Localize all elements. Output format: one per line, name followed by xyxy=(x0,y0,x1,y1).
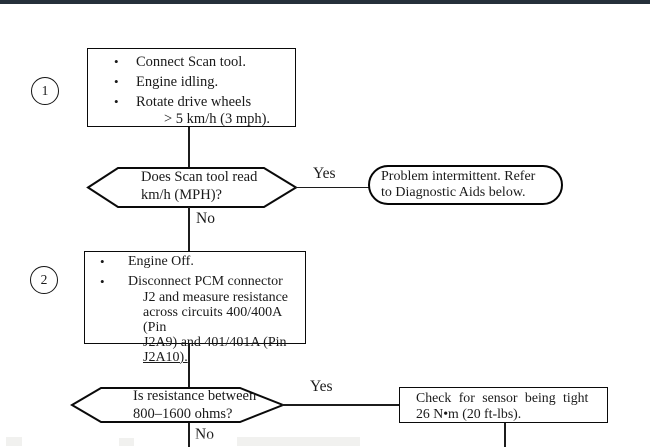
step1-decision-text: Does Scan tool read km/h (MPH)? xyxy=(141,169,257,204)
window-top-edge-bar xyxy=(0,0,650,4)
step1-number-badge: 1 xyxy=(31,77,59,105)
instruction-line: J2A9) and 401/401A (Pin xyxy=(143,335,287,350)
decision-line: km/h (MPH)? xyxy=(141,186,222,203)
step2-outcome-box: Check for sensor being tight 26 N•m (20 … xyxy=(399,387,608,423)
step2-number-text: 2 xyxy=(40,272,48,287)
connector-line xyxy=(295,186,369,189)
bullet-icon xyxy=(114,93,136,111)
decision-line: Does Scan tool read xyxy=(141,169,258,185)
no-label: No xyxy=(195,426,214,443)
yes-label: Yes xyxy=(310,378,333,395)
step2-decision-text: Is resistance between 800–1600 ohms? xyxy=(133,388,256,423)
outcome-line: Problem intermittent. Refer xyxy=(381,169,536,184)
instruction-line: J2A10). xyxy=(143,350,188,365)
connector-line xyxy=(188,207,190,252)
connector-line xyxy=(504,423,506,447)
step1-action-box: Connect Scan tool. Engine idling. Rotate… xyxy=(87,48,296,127)
scan-artifact xyxy=(237,437,360,446)
instruction-row: Connect Scan tool. xyxy=(114,53,295,71)
connector-line xyxy=(188,423,190,447)
outcome-line: to Diagnostic Aids below. xyxy=(381,185,526,200)
bullet-icon xyxy=(114,53,136,71)
decision-line: Is resistance between xyxy=(133,388,257,404)
outcome-line: 26 N•m (20 ft-lbs). xyxy=(416,406,522,421)
instruction-line: across circuits 400/400A (Pin xyxy=(143,305,282,335)
instruction-row: Rotate drive wheels xyxy=(114,93,295,111)
instruction-line: > 5 km/h (3 mph). xyxy=(164,111,271,127)
bullet-icon xyxy=(100,274,128,290)
scan-artifact xyxy=(6,437,22,446)
decision-line: 800–1600 ohms? xyxy=(133,405,233,422)
indent-spacer xyxy=(114,111,164,128)
step2-action-box: Engine Off. Disconnect PCM connector J2 … xyxy=(84,251,306,365)
step2-number-badge: 2 xyxy=(30,266,58,294)
instruction-row: Engine idling. xyxy=(114,73,295,91)
instruction-row: Disconnect PCM connector xyxy=(100,274,305,290)
instruction-line: J2 and measure resistance xyxy=(143,290,288,305)
connector-line xyxy=(188,127,190,167)
instruction-line: Rotate drive wheels xyxy=(136,94,252,110)
scan-artifact xyxy=(119,438,134,446)
step1-outcome-oval: Problem intermittent. Refer to Diagnosti… xyxy=(368,165,563,205)
instruction-line: Connect Scan tool. xyxy=(136,54,246,70)
instruction-row: > 5 km/h (3 mph). xyxy=(114,111,295,128)
connector-line xyxy=(282,404,400,406)
outcome-line: Check for sensor being tight xyxy=(416,390,589,405)
bullet-icon xyxy=(100,254,128,270)
yes-label: Yes xyxy=(313,165,336,182)
connector-line xyxy=(188,344,190,387)
instruction-row: Engine Off. xyxy=(100,254,305,270)
instruction-line: Disconnect PCM connector xyxy=(128,274,283,289)
instruction-line: Engine Off. xyxy=(128,254,194,269)
no-label: No xyxy=(196,210,215,227)
bullet-icon xyxy=(114,73,136,91)
step1-number-text: 1 xyxy=(41,83,49,98)
instruction-line: Engine idling. xyxy=(136,74,219,90)
